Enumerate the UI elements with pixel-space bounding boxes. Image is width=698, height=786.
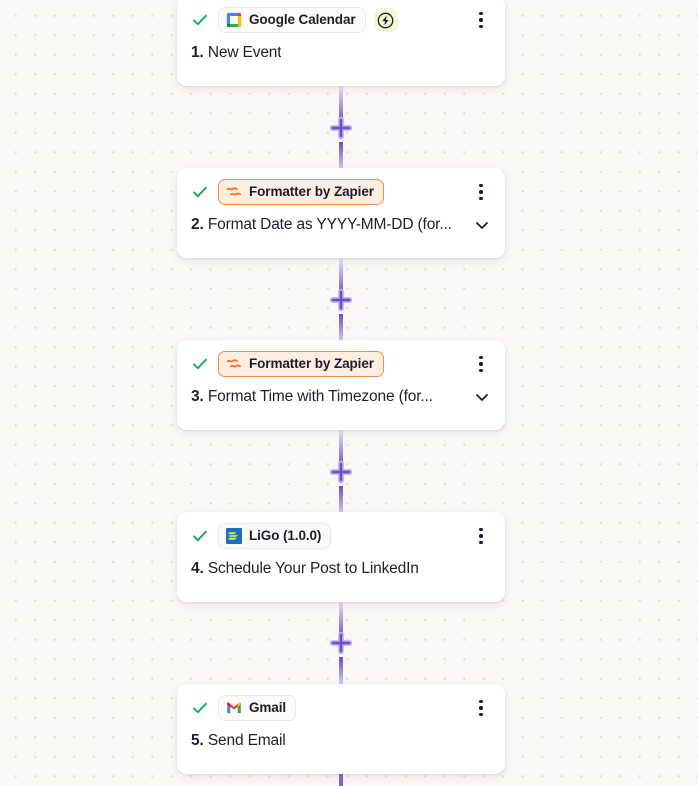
step-name-3: Format Time with Timezone (for... [207, 388, 433, 405]
plus-icon [329, 288, 353, 312]
connector-line-5-upper [339, 770, 343, 786]
step-number-3: 3. [191, 388, 204, 405]
step-menu-button-4[interactable] [469, 523, 493, 549]
app-name-label: LiGo (1.0.0) [249, 528, 322, 544]
green-check-icon [193, 702, 207, 714]
gmail-icon [227, 702, 241, 714]
kebab-dot [479, 706, 483, 710]
trigger-badge [373, 8, 398, 32]
connector-line-1-lower [339, 142, 343, 176]
step-menu-button-5[interactable] [469, 695, 493, 721]
step-card-2-body: 2. Format Date as YYYY-MM-DD (for... [191, 215, 491, 235]
step-menu-button-3[interactable] [469, 351, 493, 377]
step-number-4: 4. [191, 560, 204, 577]
plus-icon [329, 460, 353, 484]
connector-line-2-lower [339, 314, 343, 348]
kebab-dot [479, 368, 483, 373]
ligo-icon [226, 528, 242, 544]
connector-line-2-upper [339, 257, 343, 297]
add-step-button-2[interactable] [327, 286, 355, 314]
chevron-down-icon[interactable] [473, 216, 491, 234]
step-title-1: 1. New Event [191, 43, 281, 63]
step-card-2[interactable]: Formatter by Zapier 2. Format Date as YY… [177, 168, 505, 258]
add-step-button-1[interactable] [327, 114, 355, 142]
step-card-4[interactable]: LiGo (1.0.0) 4. Schedule Your Post to Li… [177, 512, 505, 602]
step-menu-button-2[interactable] [469, 179, 493, 205]
step-title-2: 2. Format Date as YYYY-MM-DD (for... [191, 215, 452, 235]
kebab-dot [479, 534, 483, 538]
app-chip-formatter-by-zapier[interactable]: Formatter by Zapier [218, 351, 384, 377]
app-chip-gmail[interactable]: Gmail [218, 695, 297, 721]
connector-line-4-lower [339, 657, 343, 691]
connector-line-1-upper [339, 85, 343, 125]
app-chip-ligo[interactable]: LiGo (1.0.0) [218, 523, 332, 549]
plus-icon [329, 116, 353, 140]
kebab-dot [479, 190, 483, 194]
step-name-2: Format Date as YYYY-MM-DD (for... [207, 216, 452, 233]
step-card-5-body: 5. Send Email [191, 731, 491, 751]
step-number-2: 2. [191, 216, 204, 233]
app-chip-formatter-by-zapier[interactable]: Formatter by Zapier [218, 179, 384, 205]
app-name-label: Formatter by Zapier [249, 184, 374, 200]
step-card-1[interactable]: Google Calendar 1. New Event [177, 0, 505, 86]
kebab-dot [479, 196, 483, 201]
step-title-4: 4. Schedule Your Post to LinkedIn [191, 559, 419, 579]
kebab-dot [479, 11, 483, 16]
step-menu-button-1[interactable] [469, 7, 493, 33]
step-card-2-header: Formatter by Zapier [191, 177, 491, 207]
kebab-dot [479, 712, 483, 717]
app-name-label: Formatter by Zapier [249, 356, 374, 372]
green-check-icon [193, 186, 207, 198]
plus-icon [329, 631, 353, 655]
step-number-5: 5. [191, 732, 204, 749]
kebab-dot [479, 699, 483, 704]
step-card-1-header: Google Calendar [191, 5, 491, 35]
step-card-4-header: LiGo (1.0.0) [191, 521, 491, 551]
step-name-5: Send Email [207, 732, 286, 749]
step-name-4: Schedule Your Post to LinkedIn [207, 560, 419, 577]
add-step-button-3[interactable] [327, 458, 355, 486]
step-number-1: 1. [191, 44, 204, 61]
app-name-label: Google Calendar [249, 12, 356, 28]
app-name-label: Gmail [249, 700, 287, 716]
step-card-3-header: Formatter by Zapier [191, 349, 491, 379]
kebab-dot [479, 527, 483, 532]
step-card-3-body: 3. Format Time with Timezone (for... [191, 387, 491, 407]
add-step-button-4[interactable] [327, 629, 355, 657]
step-card-1-body: 1. New Event [191, 43, 491, 63]
green-check-icon [193, 14, 207, 26]
lightning-bolt-icon [377, 12, 394, 28]
step-title-3: 3. Format Time with Timezone (for... [191, 387, 433, 407]
app-chip-google-calendar[interactable]: Google Calendar [218, 7, 366, 33]
kebab-dot [479, 355, 483, 360]
step-card-5-header: Gmail [191, 693, 491, 723]
kebab-dot [479, 540, 483, 545]
connector-line-4-upper [339, 600, 343, 640]
green-check-icon [193, 530, 207, 542]
chevron-down-icon[interactable] [473, 388, 491, 406]
google-calendar-icon [226, 12, 242, 28]
kebab-dot [479, 183, 483, 188]
step-card-3[interactable]: Formatter by Zapier 3. Format Time with … [177, 340, 505, 430]
green-check-icon [193, 358, 207, 370]
kebab-dot [479, 362, 483, 366]
kebab-dot [479, 18, 483, 22]
formatter-icon [226, 359, 242, 368]
connector-line-3-lower [339, 486, 343, 520]
step-card-4-body: 4. Schedule Your Post to LinkedIn [191, 559, 491, 579]
step-card-5[interactable]: Gmail 5. Send Email [177, 684, 505, 774]
step-name-1: New Event [207, 44, 282, 61]
connector-line-3-upper [339, 429, 343, 469]
step-title-5: 5. Send Email [191, 731, 286, 751]
kebab-dot [479, 24, 483, 29]
formatter-icon [226, 187, 242, 196]
